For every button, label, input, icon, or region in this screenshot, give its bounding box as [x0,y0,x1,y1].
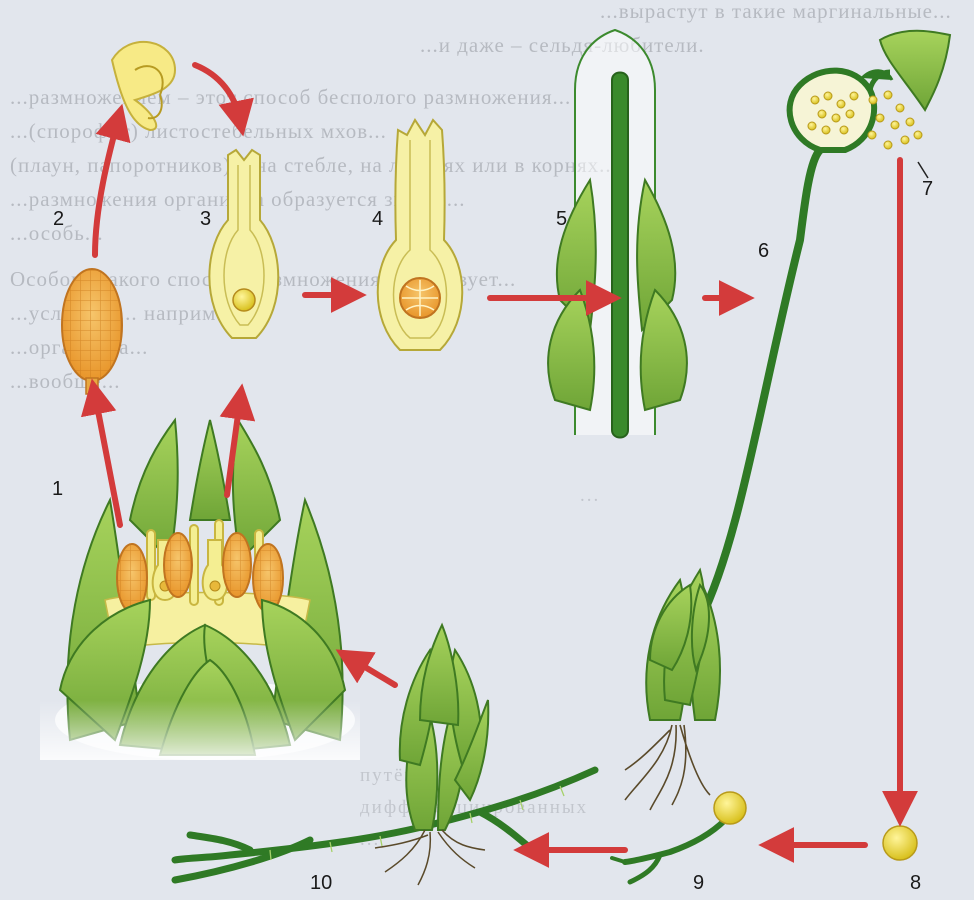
stage-label-2: 2 [53,208,64,231]
stage-label-10: 10 [310,872,332,895]
stage-label-1: 1 [52,478,63,501]
stage-label-3: 3 [200,208,211,231]
stage-label-7: 7 [922,178,933,201]
stage-label-4: 4 [372,208,383,231]
stage-label-9: 9 [693,872,704,895]
stage-label-6: 6 [758,240,769,263]
stage-8-spore [883,826,917,860]
stage-label-8: 8 [910,872,921,895]
stage-label-5: 5 [556,208,567,231]
